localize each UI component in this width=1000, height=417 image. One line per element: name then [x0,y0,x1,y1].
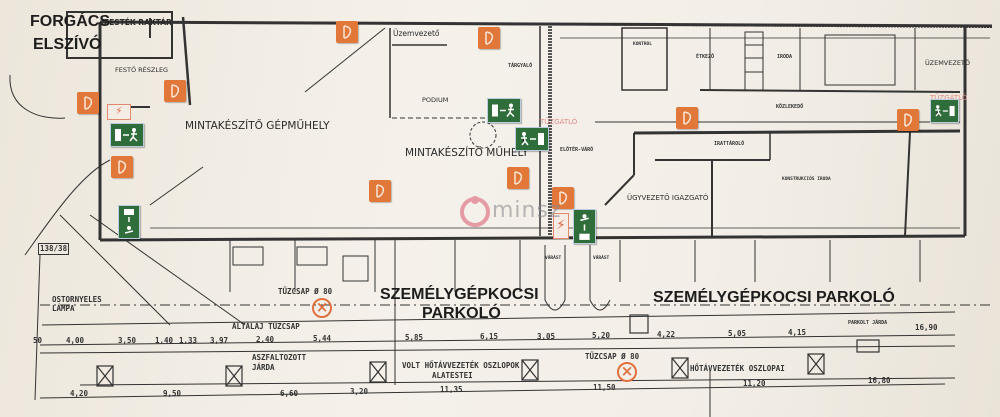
room-label: MINTAKÉSZÍTŐ GÉPMŰHELY [185,120,330,132]
logo-text: minsz [492,198,562,223]
annotation: JÁRDA [252,363,275,372]
room-label: IRODA [777,54,793,60]
dimension: 4,20 [70,389,89,398]
emergency-exit-icon [515,127,549,151]
dimension: 6,60 [280,389,299,398]
emergency-exit-icon [573,209,596,244]
dimension: 5,44 [313,334,332,343]
hydrant-label: TŰZCSAP Ø 80 [278,287,333,296]
high-voltage-icon: ⚡ [553,213,569,239]
parking-label: PARKOLÓ [422,305,501,322]
dimension: 4,15 [788,328,807,337]
room-label: FESTŐ RÉSZLEG [115,66,169,74]
fire-extinguisher-icon [507,167,529,189]
annotation: ASZFALTOZOTT [252,353,307,362]
room-label: ÜZEMVEZETŐ [925,59,971,67]
room-label: FORGÁCS [30,13,110,30]
fire-door-label: TŰZGÁTLÓ [930,94,968,102]
emergency-exit-icon [118,205,140,239]
room-label: PODIUM [422,96,449,104]
fire-hydrant-icon: × [312,298,332,318]
annotation: HŐTÁVVEZETÉK OSZLOPAI [690,364,785,373]
room-label: MINTAKÉSZÍTŐ MŰHELY [405,147,529,159]
fire-extinguisher-icon [77,92,99,114]
dimension: 9,50 [163,389,182,398]
emergency-exit-icon [930,99,959,123]
dimension: 5,85 [405,333,424,342]
room-label: ÜGYVEZETŐ IGAZGATÓ [627,194,709,202]
dimension: 11,20 [743,379,766,388]
dimension: 1,33 [179,336,198,345]
dimension: 4,22 [657,330,676,339]
dimension: 11,35 [440,385,463,394]
fire-extinguisher-icon [164,80,186,102]
fire-extinguisher-icon [111,156,133,178]
fire-extinguisher-icon [676,107,698,129]
dimension: 2,40 [256,335,275,344]
hydrant-label: TŰZCSAP Ø 80 [585,352,640,361]
annotation: ALATESTEI [432,371,473,380]
dimension: 11,50 [593,383,616,392]
parking-label: SZEMÉLYGÉPKOCSI PARKOLÓ [653,289,895,306]
fire-extinguisher-icon [897,109,919,131]
annotation: VÁRÁST [545,256,562,261]
lot-number: 138/38 [38,243,70,255]
dimension: 6,15 [480,332,499,341]
annotation: ALTALAJ TŰZCSAP [232,322,300,331]
room-label: ELSZÍVÓ [33,36,102,53]
room-label: KÖZLEKEDŐ [776,104,804,110]
fire-hydrant-icon: × [617,362,637,382]
fire-extinguisher-icon [336,21,358,43]
minsz-logo [460,196,490,227]
dimension: 3,20 [350,387,369,396]
parking-label: SZEMÉLYGÉPKOCSI [380,286,539,303]
annotation: VOLT HŐTÁVVEZETÉK OSZLOPOK [402,361,520,370]
emergency-exit-icon [110,123,144,147]
room-label: ELŐTÉR-VÁRÓ [560,147,594,153]
room-label: KONTROL [633,42,652,47]
room-label: FESTÉK RAKTÁR [104,18,172,27]
dimension: 3,50 [118,336,137,345]
room-label: ÉTKEZŐ [696,54,715,60]
dimension: 5,05 [728,329,747,338]
dimension: 4,00 [66,336,85,345]
high-voltage-icon: ⚡ [107,104,131,120]
annotation: PARKOLT JÁRDA [848,320,888,326]
emergency-exit-icon [487,98,521,123]
room-label: TÁRGYALÓ [508,63,533,69]
dimension: 3,05 [537,332,556,341]
room-label: Üzemvezető [393,29,440,38]
dimension: 16,90 [915,323,938,332]
dimension: 1,40 [155,336,174,345]
dimension: 16,80 [868,376,891,385]
annotation: LÁMPA [52,304,75,313]
fire-extinguisher-icon [552,187,574,209]
annotation: VÁRÁST [593,256,610,261]
annotation: OSTORNYELES [52,295,102,304]
fire-door-label: TŰZGÁTLÓ [540,118,578,126]
fire-extinguisher-icon [369,180,391,202]
room-label: KONSTRUKCIÓS IRODA [782,177,831,182]
room-label: IRATTÁROLÓ [714,141,745,147]
dimension: 5,20 [592,331,611,340]
fire-extinguisher-icon [478,27,500,49]
dimension: 3,97 [210,336,229,345]
dimension: 50 [33,336,43,345]
